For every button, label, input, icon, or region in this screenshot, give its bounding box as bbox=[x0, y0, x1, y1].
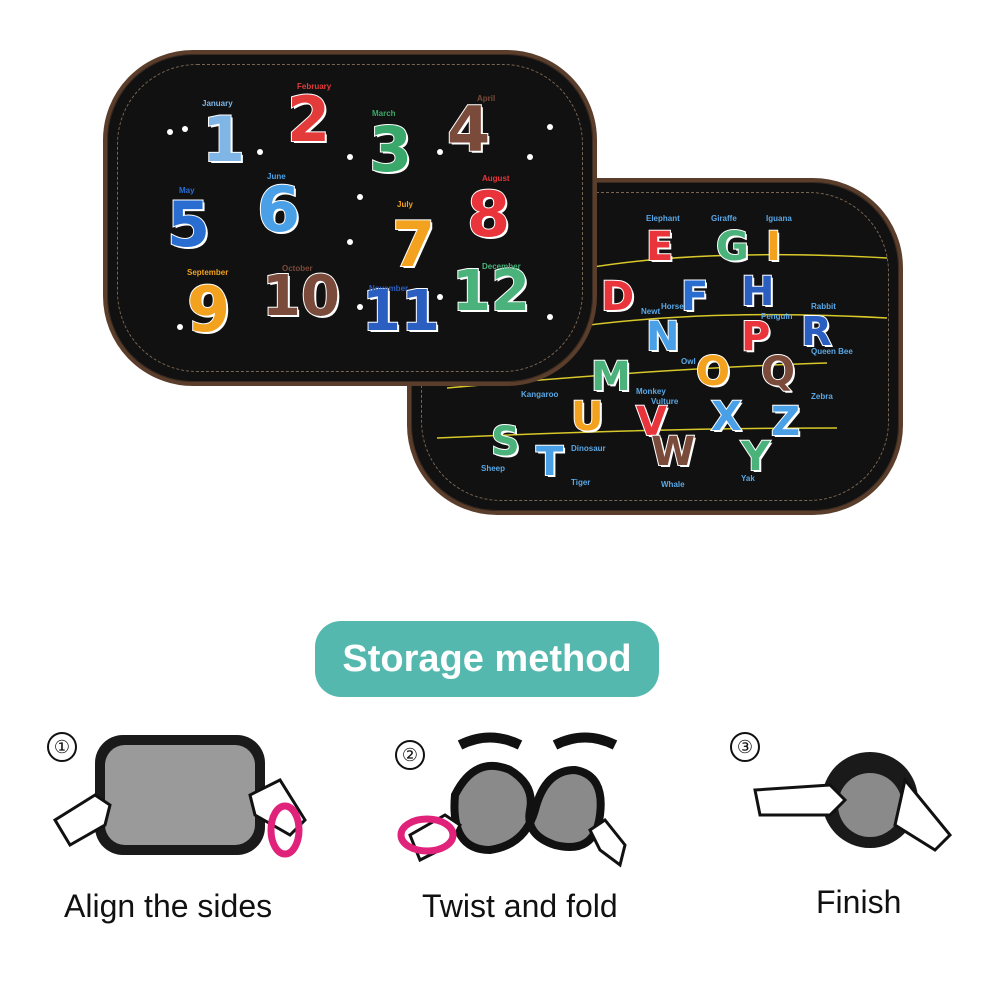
letter-Z: Z bbox=[770, 399, 801, 445]
letter-Q: Q bbox=[760, 349, 796, 395]
letter-U: U bbox=[570, 394, 605, 440]
twist-fold-illustration bbox=[397, 732, 627, 868]
letter-F: F bbox=[680, 274, 709, 320]
letter-V: V bbox=[635, 399, 668, 445]
step-3-number: ③ bbox=[730, 732, 760, 762]
month-label: December bbox=[482, 262, 521, 271]
letter-G: G bbox=[715, 224, 750, 270]
month-label: March bbox=[372, 109, 396, 118]
decor-dot bbox=[182, 126, 188, 132]
animal-word-label: Iguana bbox=[766, 214, 792, 223]
decor-dot bbox=[437, 294, 443, 300]
letter-D: D bbox=[600, 274, 635, 320]
decor-dot bbox=[177, 324, 183, 330]
animal-word-label: Whale bbox=[661, 480, 685, 489]
month-label: August bbox=[482, 174, 510, 183]
month-label: November bbox=[369, 284, 409, 293]
animal-word-label: Newt bbox=[641, 307, 661, 316]
finish-illustration bbox=[753, 752, 953, 852]
month-label: April bbox=[477, 94, 496, 103]
letter-P: P bbox=[740, 314, 771, 360]
step-1-caption: Align the sides bbox=[64, 888, 273, 924]
letter-O: O bbox=[695, 349, 731, 395]
animal-word-label: Kangaroo bbox=[521, 390, 559, 399]
animal-word-label: Vulture bbox=[651, 397, 679, 406]
animal-word-label: Penguin bbox=[761, 312, 793, 321]
animal-word-label: Elephant bbox=[646, 214, 680, 223]
step-1-number: ① bbox=[47, 732, 77, 762]
number-10: 10 bbox=[261, 264, 341, 329]
step-3-caption: Finish bbox=[816, 884, 902, 920]
animal-word-label: Giraffe bbox=[711, 214, 737, 223]
number-2: 2 bbox=[286, 83, 331, 156]
number-4: 4 bbox=[446, 93, 491, 166]
number-1: 1 bbox=[201, 103, 246, 176]
decor-dot bbox=[167, 129, 173, 135]
number-7: 7 bbox=[391, 208, 436, 281]
letter-X: X bbox=[710, 394, 743, 440]
number-12: 12 bbox=[451, 259, 531, 324]
step-2-number: ② bbox=[395, 740, 425, 770]
decor-dot bbox=[357, 304, 363, 310]
decor-dot bbox=[357, 194, 363, 200]
letter-T: T bbox=[535, 439, 564, 485]
letter-H: H bbox=[740, 269, 776, 315]
step-2-caption: Twist and fold bbox=[422, 888, 618, 924]
month-label: February bbox=[297, 82, 332, 91]
decor-dot bbox=[257, 149, 263, 155]
number-8: 8 bbox=[466, 178, 511, 251]
number-6: 6 bbox=[256, 173, 301, 246]
month-label: July bbox=[397, 200, 414, 209]
align-sides-illustration bbox=[52, 735, 307, 858]
month-label: October bbox=[282, 264, 313, 273]
animal-word-label: Tiger bbox=[571, 478, 591, 487]
letter-I: I bbox=[765, 224, 782, 270]
month-label: June bbox=[267, 172, 286, 181]
animal-word-label: Zebra bbox=[811, 392, 833, 401]
letter-S: S bbox=[490, 419, 521, 465]
number-9: 9 bbox=[186, 273, 231, 346]
month-label: September bbox=[187, 268, 229, 277]
storage-method-title: Storage method bbox=[315, 621, 659, 697]
animal-word-label: Monkey bbox=[636, 387, 666, 396]
stitch-border bbox=[117, 64, 583, 372]
letter-E: E bbox=[645, 224, 674, 270]
decor-dot bbox=[547, 314, 553, 320]
animal-word-label: Queen Bee bbox=[811, 347, 853, 356]
animal-word-label: Dinosaur bbox=[571, 444, 606, 453]
number-3: 3 bbox=[368, 113, 413, 186]
decor-dot bbox=[547, 124, 553, 130]
animal-word-label: Yak bbox=[741, 474, 755, 483]
letter-W: W bbox=[650, 429, 696, 475]
animal-word-label: Sheep bbox=[481, 464, 506, 473]
month-label: May bbox=[179, 186, 195, 195]
letter-Y: Y bbox=[740, 434, 771, 480]
letter-N: N bbox=[645, 314, 681, 360]
decor-dot bbox=[347, 154, 353, 160]
animal-word-label: Horse bbox=[661, 302, 684, 311]
month-label: January bbox=[202, 99, 233, 108]
decor-dot bbox=[347, 239, 353, 245]
number-5: 5 bbox=[166, 188, 211, 261]
number-11: 11 bbox=[361, 279, 441, 344]
animal-word-label: Owl bbox=[681, 357, 696, 366]
animal-word-label: Rabbit bbox=[811, 302, 836, 311]
decor-dot bbox=[527, 154, 533, 160]
letter-M: M bbox=[590, 354, 632, 400]
decor-dot bbox=[437, 149, 443, 155]
letter-R: R bbox=[800, 309, 833, 355]
